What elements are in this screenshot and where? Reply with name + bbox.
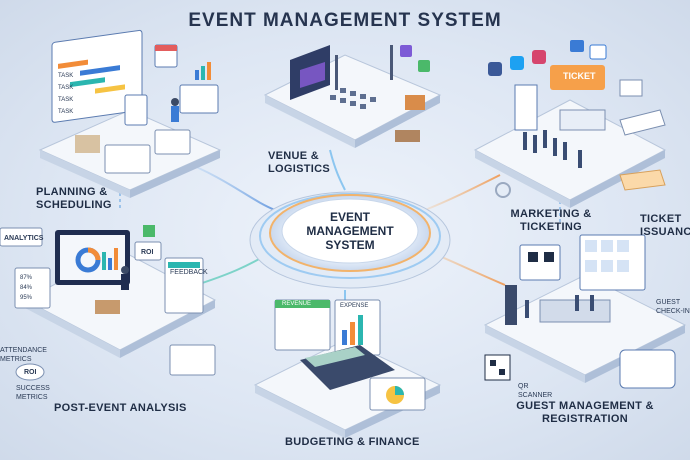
- flow-line: [424, 174, 501, 211]
- task-row-label: TASK: [58, 73, 74, 79]
- task-row-label: TASK: [58, 85, 74, 91]
- central-hub: [249, 191, 451, 289]
- qr-scanner-label: QR SCANNER: [518, 383, 553, 399]
- task-row-label: TASK: [58, 97, 74, 103]
- planning-platform: [38, 29, 222, 198]
- task-row-label: TASK: [58, 109, 74, 115]
- budgeting-platform: [253, 299, 442, 438]
- module-label-ticket-issuance: TICKET ISSUANCE: [640, 213, 690, 238]
- module-label-guest: GUEST MANAGEMENT & REGISTRATION: [516, 400, 654, 425]
- roi-badge-label: ROI: [24, 369, 37, 376]
- marketing-platform: [473, 40, 667, 208]
- stat-value: 95%: [20, 295, 33, 301]
- expense-label: EXPENSE: [340, 303, 369, 309]
- stat-value: 84%: [20, 285, 33, 291]
- analytics-label: ANALYTICS: [4, 235, 44, 242]
- module-label-marketing: MARKETING & TICKETING: [510, 208, 592, 233]
- feedback-label: FEEDBACK: [170, 269, 208, 276]
- attendance-metrics-label: ATTENDANCE METRICS: [0, 347, 47, 363]
- hub-label: EVENT MANAGEMENT SYSTEM: [306, 210, 394, 252]
- venue-platform: [263, 45, 442, 148]
- module-label-venue: VENUE & LOGISTICS: [268, 150, 330, 175]
- module-label-planning: PLANNING & SCHEDULING: [36, 186, 112, 211]
- guest-checkin-label: GUEST CHECK-IN: [656, 299, 690, 315]
- post-event-platform: [0, 225, 217, 381]
- module-label-post-event: POST-EVENT ANALYSIS: [54, 402, 187, 414]
- roi-panel-label: ROI: [141, 249, 154, 256]
- success-metrics-label: SUCCESS METRICS: [16, 385, 50, 401]
- module-label-budgeting: BUDGETING & FINANCE: [285, 436, 420, 448]
- stat-value: 87%: [20, 275, 33, 281]
- ticket-sign-label: TICKET: [563, 71, 596, 81]
- revenue-label: REVENUE: [282, 301, 312, 307]
- page-title: EVENT MANAGEMENT SYSTEM: [188, 10, 502, 31]
- flow-line: [329, 149, 346, 191]
- guest-platform: [483, 234, 687, 389]
